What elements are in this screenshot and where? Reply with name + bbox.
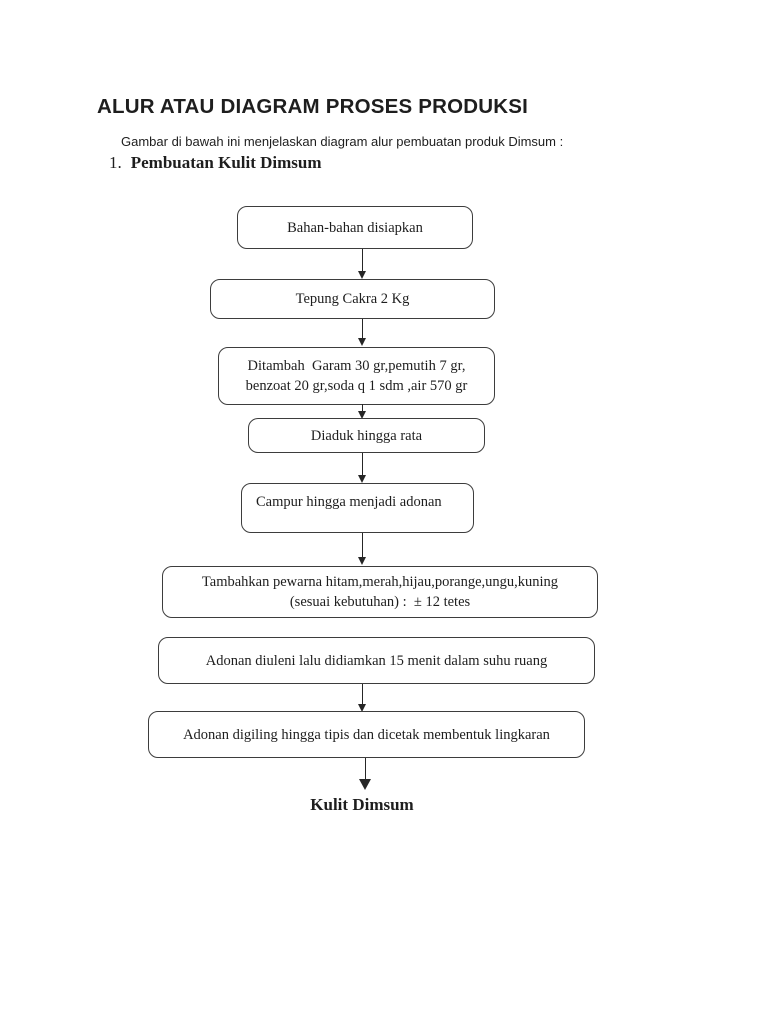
flow-arrow xyxy=(355,453,369,483)
arrow-shaft xyxy=(361,404,363,412)
flow-step-adonan-diuleni: Adonan diuleni lalu didiamkan 15 menit d… xyxy=(158,637,595,684)
flow-step-campur-adonan: Campur hingga menjadi adonan xyxy=(241,483,474,533)
section-number: 1. xyxy=(109,153,122,172)
flow-step-label-line2: benzoat 20 gr,soda q 1 sdm ,air 570 gr xyxy=(245,378,468,394)
arrow-shaft xyxy=(361,684,363,705)
flow-step-label: Tepung Cakra 2 Kg xyxy=(295,291,410,307)
flow-step-bahan-disiapkan: Bahan-bahan disiapkan xyxy=(237,206,473,249)
page-title: ALUR ATAU DIAGRAM PROSES PRODUKSI xyxy=(97,95,529,118)
arrow-shaft xyxy=(361,453,363,476)
arrow-shaft xyxy=(364,758,366,780)
flow-arrow xyxy=(355,404,369,419)
flow-step-label: Campur hingga menjadi adonan xyxy=(256,494,442,510)
arrow-head xyxy=(358,411,366,419)
flow-step-label-line2: (sesuai kebutuhan) : ± 12 tetes xyxy=(289,594,471,610)
flow-arrow xyxy=(355,533,369,565)
flow-step-label-line1: Tambahkan pewarna hitam,merah,hijau,pora… xyxy=(201,574,559,590)
flow-arrow xyxy=(358,758,372,790)
flow-step-adonan-digiling: Adonan digiling hingga tipis dan dicetak… xyxy=(148,711,585,758)
arrow-shaft xyxy=(361,249,363,272)
flow-step-label: Bahan-bahan disiapkan xyxy=(287,219,423,236)
page-subtitle: Gambar di bawah ini menjelaskan diagram … xyxy=(121,134,564,149)
flow-step-label: Adonan digiling hingga tipis dan dicetak… xyxy=(183,726,550,743)
arrow-head xyxy=(358,557,366,565)
arrow-shaft xyxy=(361,533,363,558)
flow-arrow xyxy=(355,249,369,279)
flow-step-tepung-cakra: Tepung Cakra 2 Kg xyxy=(210,279,495,319)
arrow-shaft xyxy=(361,319,363,339)
flow-step-label: Diaduk hingga rata xyxy=(310,427,423,444)
arrow-head xyxy=(358,338,366,346)
arrow-head xyxy=(358,704,366,712)
flow-step-label: Adonan diuleni lalu didiamkan 15 menit d… xyxy=(205,652,548,669)
arrow-head xyxy=(359,779,371,790)
arrow-head xyxy=(358,475,366,483)
flow-arrow xyxy=(355,319,369,346)
section-heading: 1. Pembuatan Kulit Dimsum xyxy=(109,153,322,173)
flow-step-ditambah-garam: Ditambah Garam 30 gr,pemutih 7 gr, benzo… xyxy=(218,347,495,405)
flow-arrow xyxy=(355,684,369,712)
arrow-head xyxy=(358,271,366,279)
flow-step-diaduk-hingga-rata: Diaduk hingga rata xyxy=(248,418,485,453)
flow-step-label-line1: Ditambah Garam 30 gr,pemutih 7 gr, xyxy=(247,358,466,374)
flow-result-kulit-dimsum: Kulit Dimsum xyxy=(310,795,414,814)
section-title: Pembuatan Kulit Dimsum xyxy=(130,153,322,172)
flow-step-tambah-pewarna: Tambahkan pewarna hitam,merah,hijau,pora… xyxy=(162,566,598,618)
